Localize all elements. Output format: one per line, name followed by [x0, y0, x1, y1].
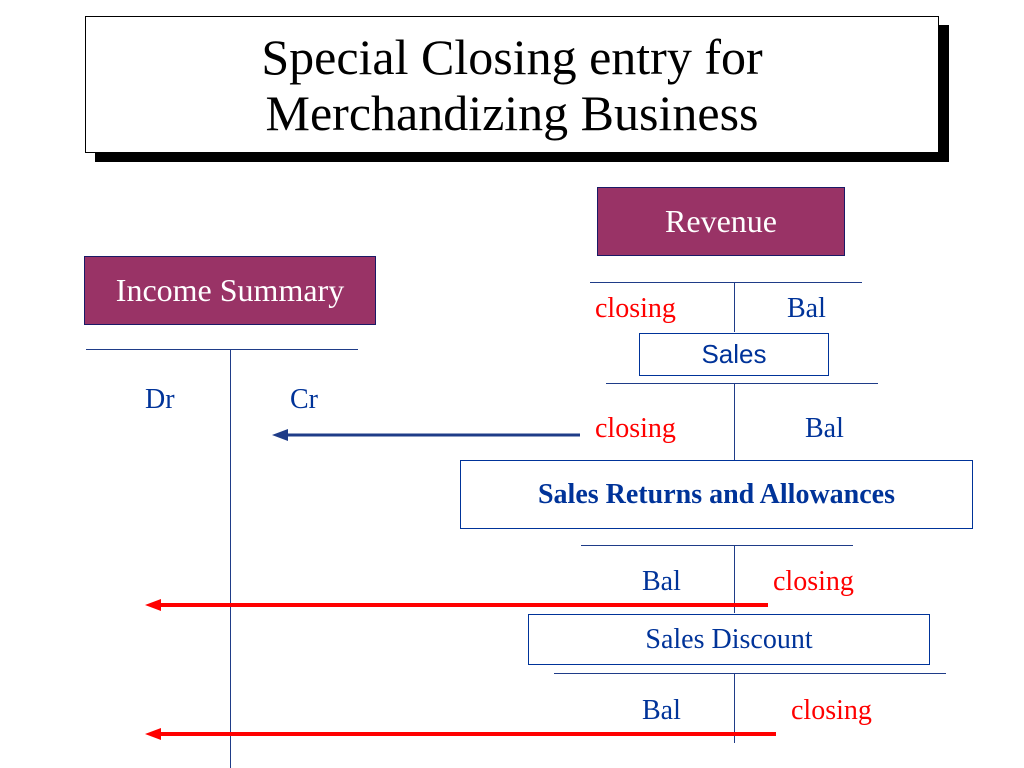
sales-discount-t-stem — [734, 673, 735, 743]
revenue-label: Revenue — [665, 203, 777, 239]
sales-t-top — [606, 383, 878, 384]
revenue-bal-label: Bal — [787, 293, 826, 324]
sales-returns-label: Sales Returns and Allowances — [537, 478, 896, 510]
sales-discount-closing-label: closing — [791, 695, 872, 726]
title-line-1: Special Closing entry for — [261, 28, 763, 85]
sales-returns-closing-arrow — [145, 599, 768, 611]
sales-returns-closing-label: closing — [773, 566, 854, 597]
sales-returns-bal-label: Bal — [642, 566, 681, 597]
income-summary-box: Income Summary — [84, 256, 376, 325]
sales-discount-t-top — [554, 673, 946, 674]
sales-t-stem — [734, 383, 735, 461]
sales-returns-t-top — [581, 545, 853, 546]
sales-discount-label: Sales Discount — [645, 623, 813, 655]
sales-label: Sales — [701, 339, 767, 369]
income-summary-cr-label: Cr — [290, 384, 318, 415]
title-line-2: Merchandizing Business — [265, 84, 759, 141]
sales-bal-label: Bal — [805, 413, 844, 444]
sales-box: Sales — [639, 333, 829, 376]
income-summary-dr-label: Dr — [145, 384, 175, 415]
income-summary-t-stem — [230, 349, 231, 768]
income-summary-t-top — [86, 349, 358, 350]
sales-discount-box: Sales Discount — [528, 614, 930, 665]
sales-closing-label: closing — [595, 413, 676, 444]
sales-returns-t-stem — [734, 545, 735, 613]
sales-closing-arrow — [272, 429, 580, 441]
revenue-box: Revenue — [597, 187, 845, 256]
income-summary-label: Income Summary — [115, 272, 345, 308]
sales-returns-box: Sales Returns and Allowances — [460, 460, 973, 529]
sales-discount-closing-arrow — [145, 728, 776, 740]
revenue-t-stem — [734, 282, 735, 332]
revenue-closing-label: closing — [595, 293, 676, 324]
revenue-t-top — [590, 282, 862, 283]
slide-title: Special Closing entry for Merchandizing … — [85, 16, 939, 153]
sales-discount-bal-label: Bal — [642, 695, 681, 726]
